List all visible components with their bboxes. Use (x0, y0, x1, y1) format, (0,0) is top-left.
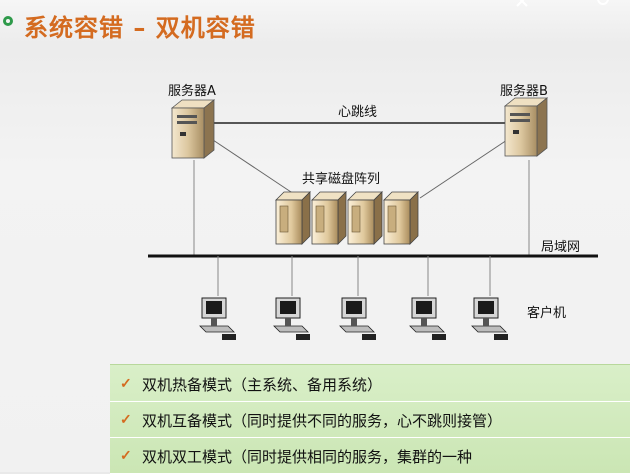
client-computer-icon (339, 297, 376, 340)
shared-storage-label: 共享磁盘阵列 (302, 172, 381, 187)
server-a-icon (170, 99, 216, 159)
list-item: ✓ 双机双工模式（同时提供相同的服务，集群的一种 (110, 439, 630, 474)
server-b-icon (503, 97, 549, 157)
disk-unit-2 (311, 191, 347, 245)
modes-list: ✓ 双机热备模式（主系统、备用系统） ✓ 双机互备模式（同时提供不同的服务，心不… (110, 364, 630, 474)
check-icon: ✓ (120, 448, 132, 464)
server-a-label: 服务器A (168, 84, 216, 99)
check-icon: ✓ (120, 412, 132, 428)
mode-text: 双机热备模式（主系统、备用系统） (142, 375, 383, 394)
server-b-label: 服务器B (500, 84, 548, 99)
list-item: ✓ 双机互备模式（同时提供不同的服务，心不跳则接管） (110, 403, 630, 438)
server-a-storage-link (209, 137, 301, 199)
search-icon[interactable] (596, 0, 612, 8)
client-computer-icon (273, 297, 310, 340)
server-b-storage-link (419, 137, 511, 199)
lan-label: 局域网 (541, 240, 581, 255)
slide-header: 系统容错 – 双机容错 (0, 0, 630, 44)
client-computer-icon (471, 297, 508, 340)
check-icon: ✓ (120, 376, 132, 392)
slide-title: 系统容错 – 双机容错 (24, 14, 256, 42)
flower-bullet-icon (3, 16, 13, 26)
client-computer-icon (409, 297, 446, 340)
network-diagram (148, 97, 598, 340)
list-item: ✓ 双机热备模式（主系统、备用系统） (110, 367, 630, 402)
mode-text: 双机双工模式（同时提供相同的服务，集群的一种 (142, 447, 473, 466)
mode-text: 双机互备模式（同时提供不同的服务，心不跳则接管） (142, 411, 503, 430)
heartbeat-label: 心跳线 (338, 105, 378, 120)
disk-unit-3 (347, 191, 383, 245)
disk-unit-1 (275, 191, 311, 245)
close-icon[interactable] (514, 0, 530, 8)
disk-unit-4 (383, 191, 419, 245)
clients-label: 客户机 (527, 306, 567, 321)
disk-array-icon (275, 191, 419, 245)
client-computer-icon (199, 297, 236, 340)
